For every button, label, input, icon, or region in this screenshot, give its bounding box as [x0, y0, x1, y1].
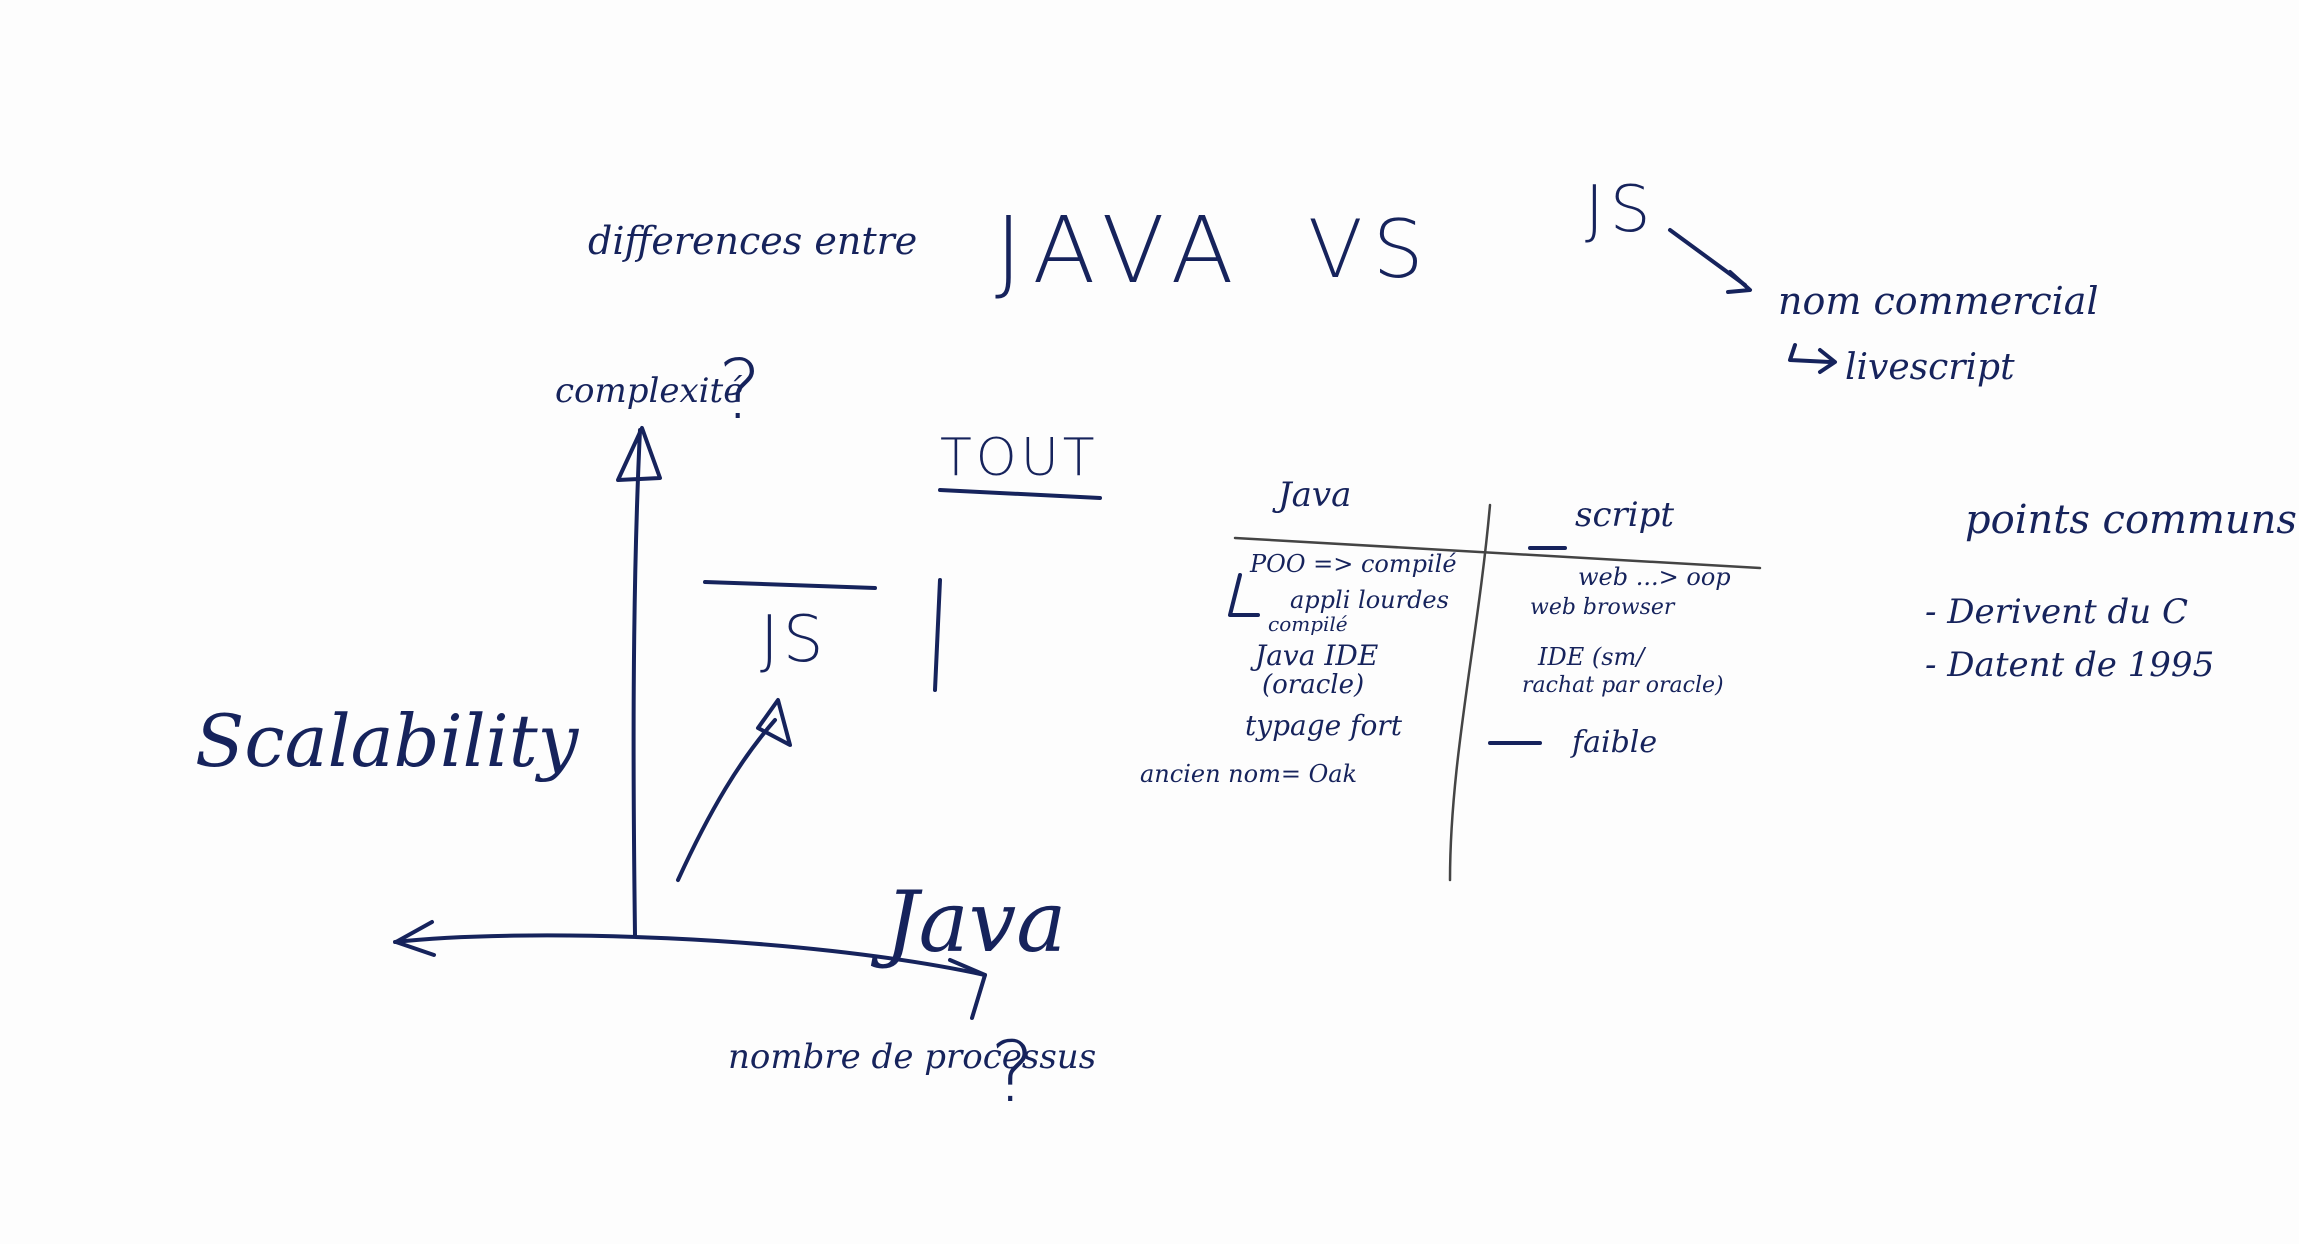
- js-row-faible: faible: [1572, 725, 1658, 760]
- java-row-typage: typage fort: [1245, 709, 1402, 742]
- vertical-axis: [631, 428, 642, 937]
- commons-title: points communs: [1965, 497, 2297, 543]
- js-note-livescript: livescript: [1845, 347, 2015, 388]
- commons-item-c: - Derivent du C: [1925, 592, 2188, 632]
- table-java-header: Java: [1278, 475, 1352, 515]
- js-axis-marker: JS: [760, 603, 828, 677]
- commons-item-1995: - Datent de 1995: [1925, 645, 2215, 685]
- java-row-oracle: (oracle): [1262, 670, 1365, 700]
- vertical-axis-arrowhead: [616, 426, 662, 482]
- y-axis-question: ?: [718, 343, 762, 438]
- y-axis-label: complexité: [555, 371, 744, 411]
- js-marker-line: [703, 580, 877, 590]
- java-axis-marker: Java: [885, 873, 1067, 971]
- x-axis-label: nombre de processus: [728, 1037, 1097, 1077]
- right-arrowhead: [948, 958, 987, 1020]
- scalability-label: Scalability: [195, 699, 579, 783]
- java-row-ide: Java IDE: [1255, 639, 1379, 672]
- table-horizontal-line: [1233, 536, 1762, 570]
- java-row-poo: POO => compilé: [1250, 550, 1457, 578]
- bracket-left: [1228, 573, 1260, 617]
- tout-label: TOUT: [940, 428, 1099, 488]
- js-row-browser: web browser: [1530, 595, 1675, 620]
- js-row-ide: IDE (sm/: [1538, 643, 1645, 671]
- title-js: JS: [1585, 173, 1657, 247]
- title-prefix: differences entre: [588, 219, 918, 263]
- js-arrow-head: [1726, 270, 1752, 294]
- js-arrow-line: [676, 718, 777, 882]
- horizontal-axis: [393, 933, 987, 977]
- table-js-header: script: [1575, 495, 1675, 535]
- x-axis-question: ?: [990, 1023, 1035, 1121]
- java-row-appli: appli lourdes: [1290, 586, 1449, 614]
- js-row-rachat: rachat par oracle): [1522, 673, 1724, 698]
- left-arrowhead: [394, 920, 436, 957]
- livescript-arrow: [1788, 343, 1832, 364]
- js-arrowhead: [756, 698, 792, 747]
- js-row-web: web ...> oop: [1578, 563, 1731, 591]
- java-row-compile: compilé: [1268, 612, 1348, 636]
- title-java: JAVA: [995, 197, 1246, 304]
- livescript-arrow-head: [1818, 348, 1837, 374]
- tout-bar: [933, 578, 942, 692]
- footnote-oak: ancien nom= Oak: [1140, 760, 1358, 788]
- title-vs: VS: [1308, 203, 1434, 296]
- js-note-commercial: nom commercial: [1778, 279, 2099, 323]
- tout-underline: [938, 488, 1102, 500]
- table-vertical-line: [1448, 503, 1492, 882]
